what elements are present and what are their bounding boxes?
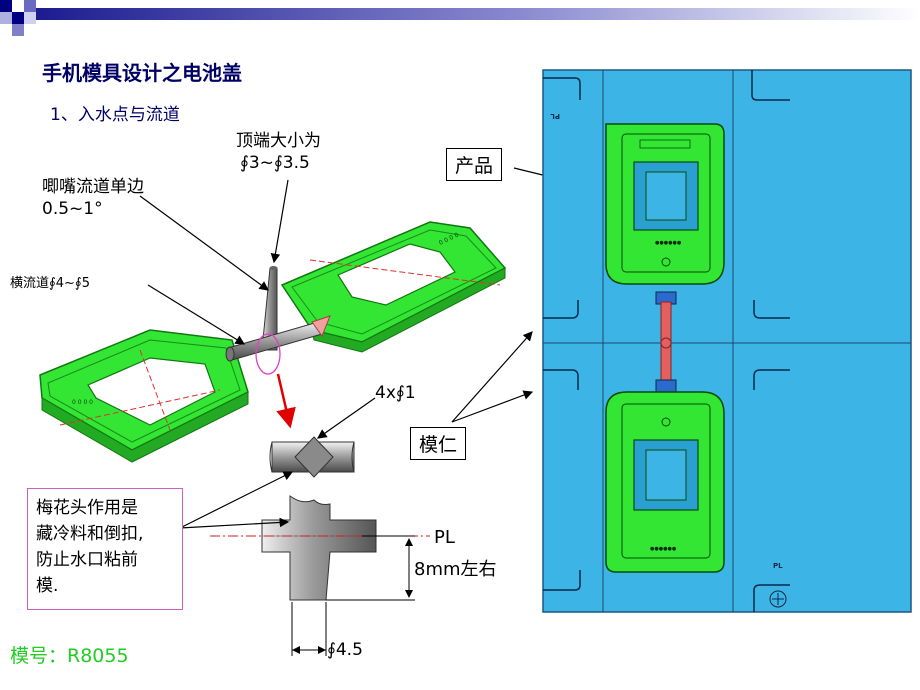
callout-line-4: 模. (36, 576, 59, 596)
gate-count-label: 4x∮1 (375, 383, 416, 403)
top-size-label: 顶端大小为 ∮3~∮3.5 (236, 130, 321, 174)
sprue-line2: 0.5~1° (42, 199, 103, 219)
plum-head-section (269, 436, 355, 478)
page-title: 手机模具设计之电池盖 (42, 61, 242, 85)
runner-label: 横流道∮4~∮5 (10, 276, 90, 291)
cold-slug-section (210, 495, 430, 656)
svg-text:●●●●●●: ●●●●●● (655, 240, 682, 246)
svg-text:●●●●●●: ●●●●●● (650, 546, 677, 552)
insert-label: 模仁 (410, 427, 467, 460)
plum-head-callout: 梅花头作用是 藏冷料和倒扣, 防止水口粘前 模. (27, 488, 183, 610)
pl-label: PL (434, 527, 455, 548)
product-label: 产品 (446, 148, 503, 181)
callout-line-3: 防止水口粘前 (36, 550, 138, 570)
sprue-line1: 唧嘴流道单边 (42, 177, 144, 197)
header-decoration (0, 0, 920, 36)
mold-number: 模号：R8055 (10, 645, 129, 667)
top-size-line2: ∮3~∮3.5 (240, 153, 310, 173)
mold-insert-drawing: ●●●●●● ●●●●●● PL PL (542, 69, 912, 613)
pl-mark-top: PL (550, 112, 560, 120)
depth-label: 8mm左右 (414, 559, 497, 580)
svg-text:0 0 0 0: 0 0 0 0 (72, 399, 93, 406)
runner-drawing (225, 266, 331, 429)
diameter-label: ∮4.5 (327, 640, 363, 660)
left-part-drawing: 0 0 0 0 (39, 329, 249, 463)
sprue-label: 唧嘴流道单边 0.5~1° (42, 176, 144, 220)
callout-line-2: 藏冷料和倒扣, (36, 524, 144, 544)
pl-mark-bottom: PL (773, 562, 783, 570)
callout-line-1: 梅花头作用是 (36, 498, 138, 518)
top-size-line1: 顶端大小为 (236, 131, 321, 151)
section-heading: 1、入水点与流道 (50, 105, 180, 125)
